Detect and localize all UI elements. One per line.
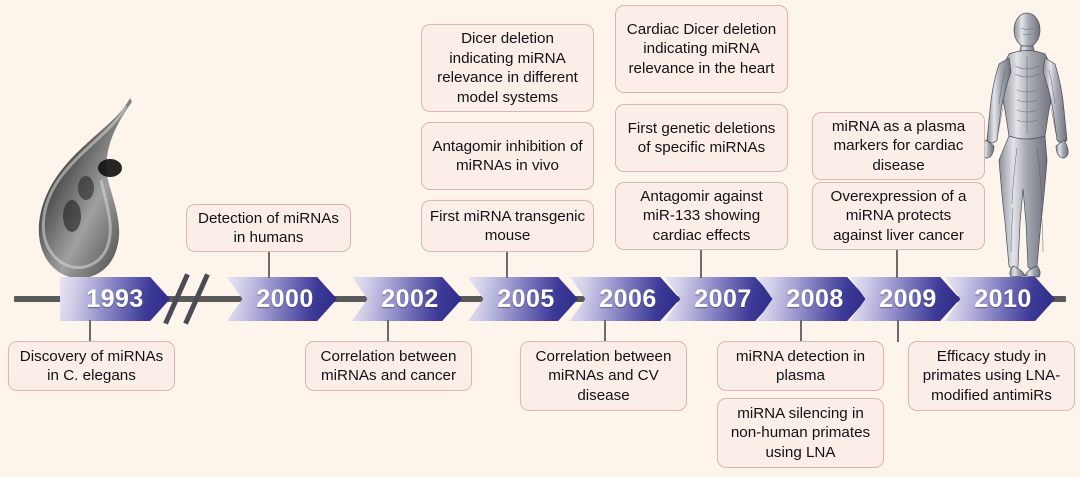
callout-2007-antagomir-mir133[interactable]: Antagomir against miR-133 showing cardia… [615,182,788,250]
timeline-year-2002[interactable]: 2002 [352,277,462,321]
connector-stem-2005 [506,252,508,278]
connector-stem-2006 [604,320,606,342]
connector-stem-2010 [897,320,899,342]
year-label: 2007 [694,284,752,313]
human-anatomy-muscle-figure [981,12,1069,278]
callout-1993-discovery-celegans[interactable]: Discovery of miRNAs in C. elegans [8,341,175,391]
timeline-year-2010[interactable]: 2010 [945,277,1055,321]
c-elegans-worm-photo [38,98,132,279]
year-label: 2000 [256,284,314,313]
timeline-year-2000[interactable]: 2000 [227,277,337,321]
callout-2000-detection-humans[interactable]: Detection of miRNAs in humans [186,204,351,252]
year-label: 2009 [879,284,937,313]
callout-2005-antagomir-invivo[interactable]: Antagomir inhibition of miRNAs in vivo [421,122,594,190]
callout-2008-detection-plasma[interactable]: miRNA detection in plasma [717,341,884,391]
connector-stem-1993 [89,320,91,342]
callout-2008-silencing-nonhuman[interactable]: miRNA silencing in non-human primates us… [717,398,884,468]
timeline-year-1993[interactable]: 1993 [60,277,170,321]
timeline-year-2009[interactable]: 2009 [850,277,960,321]
timeline-year-2007[interactable]: 2007 [665,277,775,321]
year-label: 2010 [974,284,1032,313]
year-label: 2006 [599,284,657,313]
connector-stem-2008 [800,320,802,342]
timeline-year-2005[interactable]: 2005 [468,277,578,321]
year-label: 2008 [786,284,844,313]
connector-stem-2009 [896,233,898,278]
callout-2002-correlation-cancer[interactable]: Correlation between miRNAs and cancer [305,341,472,391]
callout-2007-cardiac-dicer[interactable]: Cardiac Dicer deletion indicating miRNA … [615,5,788,93]
callout-2010-efficacy-primates[interactable]: Efficacy study in primates using LNA-mod… [908,341,1075,411]
year-label: 1993 [86,284,144,313]
callout-2005-transgenic-mouse[interactable]: First miRNA transgenic mouse [421,200,594,252]
connector-stem-2002 [387,320,389,342]
callout-2007-first-genetic-deletions[interactable]: First genetic deletions of specific miRN… [615,104,788,172]
timeline-year-2008[interactable]: 2008 [757,277,867,321]
callout-2009-plasma-markers[interactable]: miRNA as a plasma markers for cardiac di… [812,112,985,180]
year-label: 2005 [497,284,555,313]
connector-stem-2007 [700,233,702,278]
callout-2005-dicer-deletion[interactable]: Dicer deletion indicating miRNA relevanc… [421,24,594,112]
callout-2009-overexpression-liver[interactable]: Overexpression of a miRNA protects again… [812,182,985,250]
year-label: 2002 [381,284,439,313]
connector-stem-2000 [268,252,270,278]
timeline-year-2006[interactable]: 2006 [570,277,680,321]
callout-2006-correlation-cv[interactable]: Correlation between miRNAs and CV diseas… [520,341,687,411]
